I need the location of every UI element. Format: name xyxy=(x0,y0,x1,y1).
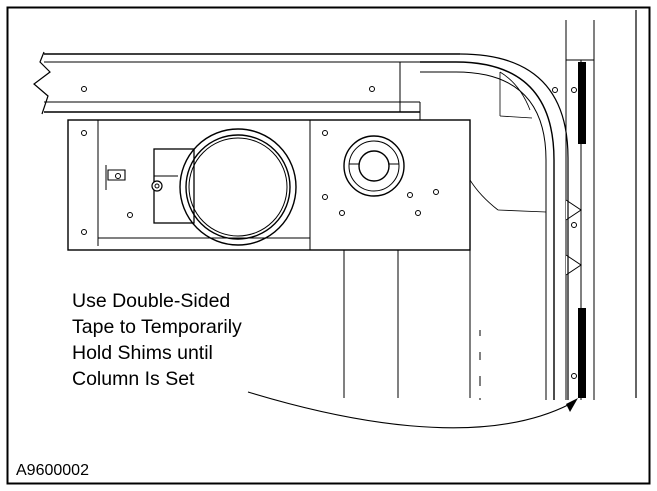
callout-line-2: Tape to Temporarily xyxy=(72,316,242,338)
column-notches xyxy=(565,199,582,276)
curved-track xyxy=(400,53,569,400)
plate-holes xyxy=(81,130,439,235)
callout-line-1: Use Double-Sided xyxy=(72,290,230,312)
lower-frame xyxy=(343,212,547,400)
figure-id: A9600002 xyxy=(16,462,89,479)
figure-border xyxy=(6,6,651,485)
pipe-fitting xyxy=(343,135,405,197)
column-holes xyxy=(571,87,577,379)
column-right xyxy=(565,10,637,400)
rail-holes xyxy=(81,86,558,93)
callout-line-4: Column Is Set xyxy=(72,368,195,390)
top-rail xyxy=(33,51,460,120)
leader-arrow-line xyxy=(247,391,571,429)
leader-arrow-head xyxy=(566,398,578,412)
callout-line-3: Hold Shims until xyxy=(72,342,213,364)
motor-plate xyxy=(67,119,471,251)
round-fitting xyxy=(179,128,297,246)
shim-strips xyxy=(578,62,586,398)
motor-housing xyxy=(105,148,195,224)
